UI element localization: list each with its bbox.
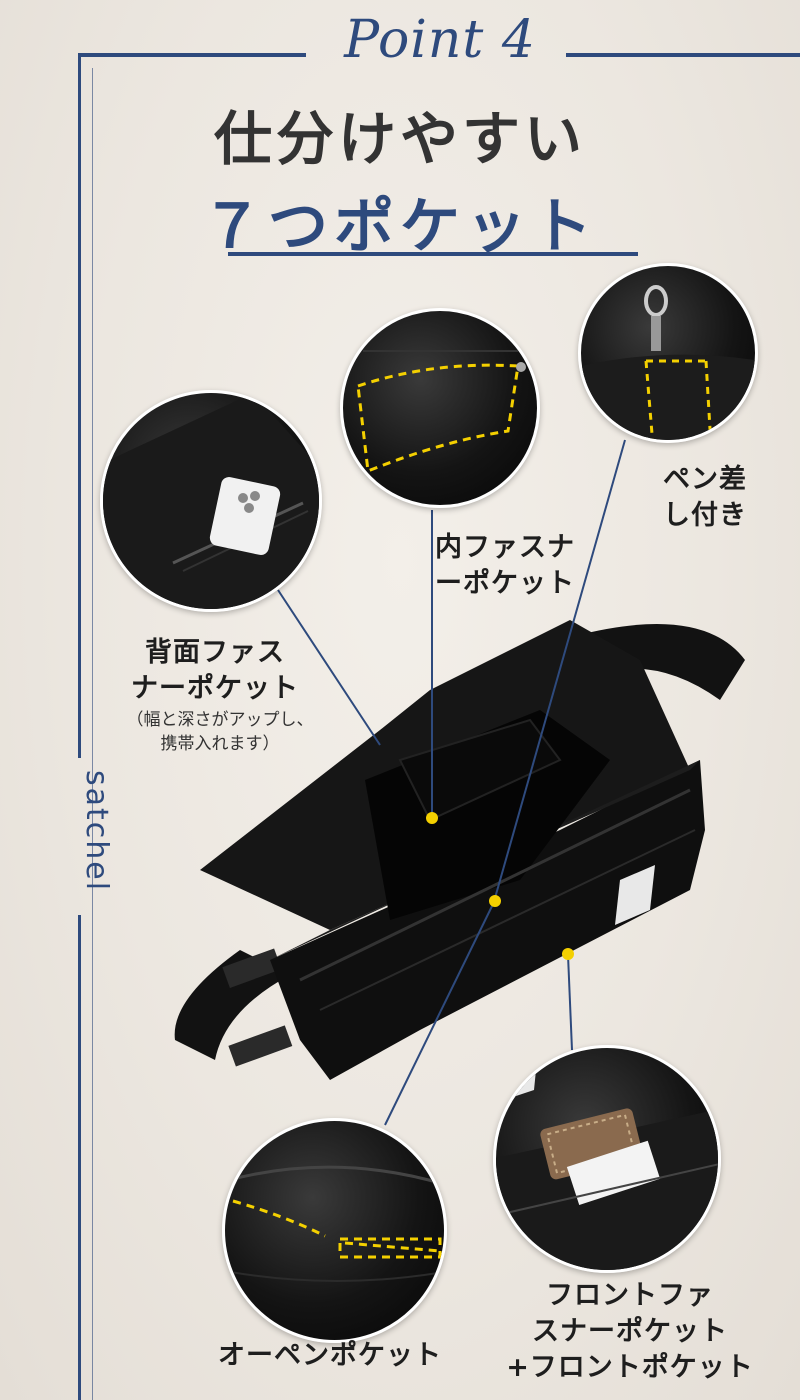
headline-line2: ７つポケット <box>202 192 598 262</box>
circle-open-pocket <box>222 1118 447 1343</box>
frame-top-left-line <box>78 53 306 57</box>
marker-dot-open <box>489 895 501 907</box>
frame-top-right-line <box>566 53 800 57</box>
side-label: satchel <box>79 770 114 893</box>
frame-left-line-lower <box>78 915 81 1400</box>
note-back-zip-pocket: （幅と深さがアップし、 携帯入れます） <box>126 710 314 754</box>
frame-left-line <box>78 53 81 758</box>
key-clip-icon <box>644 285 668 351</box>
circle-pen-holder <box>578 263 758 443</box>
circle-inner-zip-pocket <box>340 308 540 508</box>
frame-left-thin-line <box>92 68 93 1400</box>
headline-underline <box>228 252 638 256</box>
marker-dot-inner-zip <box>426 812 438 824</box>
marker-dot-front <box>562 948 574 960</box>
label-back-zip-pocket: 背面ファス ナーポケット <box>131 637 299 704</box>
label-front-pockets: フロントファ スナーポケット +フロントポケット <box>506 1280 754 1383</box>
circle-front-pockets <box>493 1045 721 1273</box>
label-inner-zip-pocket: 内ファスナ ーポケット <box>435 532 575 599</box>
card-icon <box>540 1108 661 1205</box>
headline-line1: 仕分けやすい <box>213 105 586 173</box>
circle-back-zip-pocket <box>100 390 322 612</box>
label-pen-holder: ペン差 し付き <box>663 464 747 531</box>
smartphone-icon <box>209 477 281 555</box>
point-title: Point 4 <box>344 10 536 70</box>
label-open-pocket: オーペンポケット <box>218 1340 442 1371</box>
